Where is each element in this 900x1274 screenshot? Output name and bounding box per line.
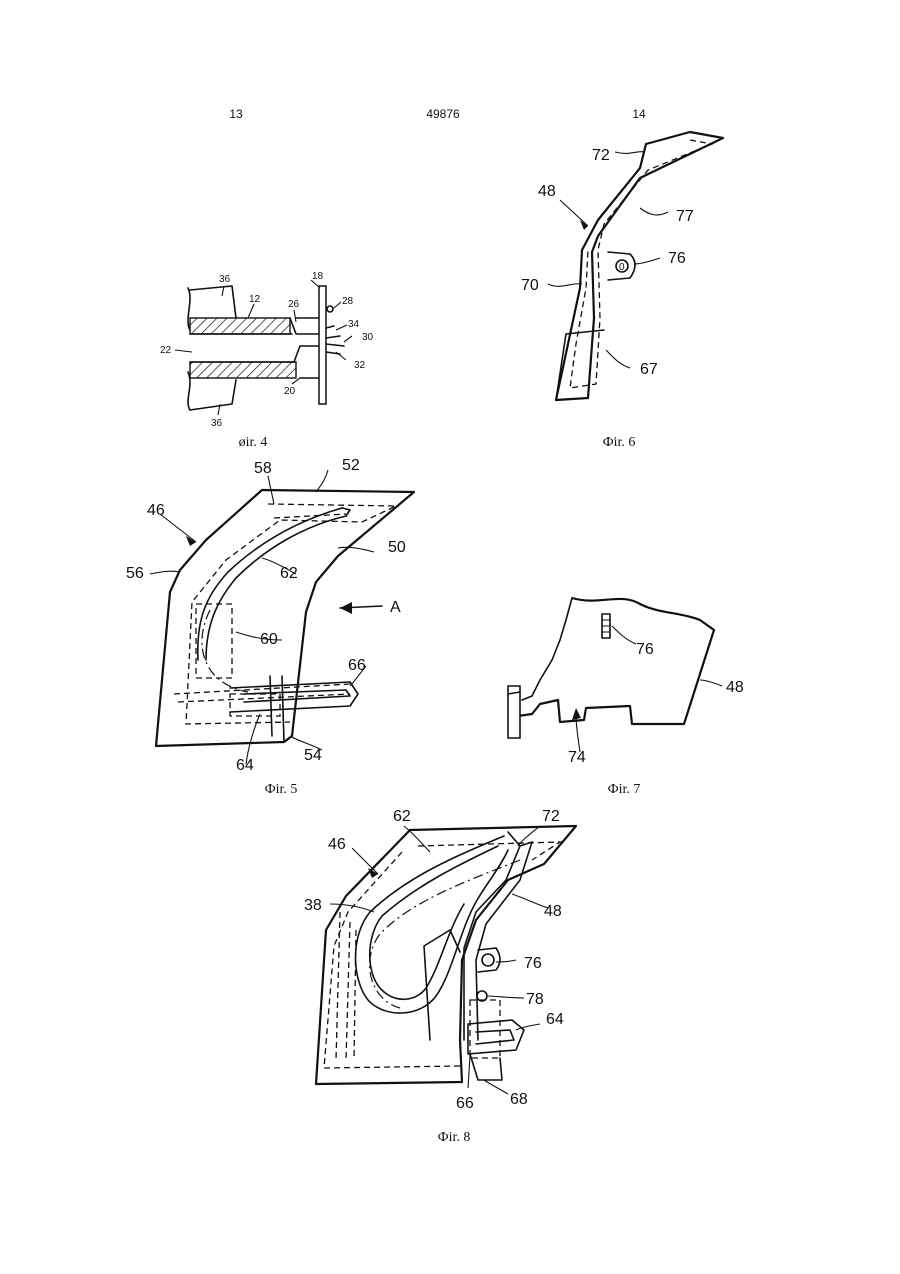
fig6-label-70: 70 bbox=[521, 277, 539, 294]
fig8-label-62: 62 bbox=[393, 808, 411, 825]
fig5-caption: Фir. 5 bbox=[265, 782, 298, 797]
fig5-label-54: 54 bbox=[304, 747, 322, 764]
fig8-label-64: 64 bbox=[546, 1011, 564, 1028]
fig8-label-72: 72 bbox=[542, 808, 560, 825]
figure-6: 0 72 48 77 76 70 67 Фir. 6 bbox=[521, 132, 723, 450]
fig7-label-74: 74 bbox=[568, 749, 586, 766]
fig5-label-58: 58 bbox=[254, 460, 272, 477]
fig8-label-78: 78 bbox=[526, 991, 544, 1008]
fig5-label-a: A bbox=[390, 599, 401, 616]
fig5-label-60: 60 bbox=[260, 631, 278, 648]
fig4-label-32: 32 bbox=[354, 360, 366, 371]
fig8-label-46: 46 bbox=[328, 836, 346, 853]
fig5-label-52: 52 bbox=[342, 457, 360, 474]
fig4-label-26: 26 bbox=[288, 299, 300, 310]
figure-5: 58 52 46 50 56 62 A 60 66 64 54 Фir. 5 bbox=[126, 457, 414, 797]
fig4-label-30: 30 bbox=[362, 332, 374, 343]
fig8-label-66: 66 bbox=[456, 1095, 474, 1112]
header-page-right: 14 bbox=[632, 107, 646, 121]
fig5-label-66: 66 bbox=[348, 657, 366, 674]
fig8-label-38: 38 bbox=[304, 897, 322, 914]
fig4-caption: øir. 4 bbox=[239, 435, 268, 450]
fig4-label-28: 28 bbox=[342, 296, 354, 307]
fig5-label-46: 46 bbox=[147, 502, 165, 519]
fig4-label-22: 22 bbox=[160, 345, 172, 356]
fig6-label-67: 67 bbox=[640, 361, 658, 378]
fig5-label-50: 50 bbox=[388, 539, 406, 556]
fig8-caption: Фir. 8 bbox=[438, 1130, 471, 1145]
fig5-label-56: 56 bbox=[126, 565, 144, 582]
fig7-label-48: 48 bbox=[726, 679, 744, 696]
figure-7: 76 48 74 Фir. 7 bbox=[508, 598, 744, 797]
fig4-label-20: 20 bbox=[284, 386, 296, 397]
header-page-left: 13 bbox=[229, 107, 243, 121]
fig4-label-34: 34 bbox=[348, 319, 360, 330]
fig5-label-64: 64 bbox=[236, 757, 254, 774]
fig4-label-36-top: 36 bbox=[219, 274, 231, 285]
fig6-label-48: 48 bbox=[538, 183, 556, 200]
fig6-label-77: 77 bbox=[676, 208, 694, 225]
fig4-label-18: 18 bbox=[312, 271, 324, 282]
figure-8: 62 72 46 38 48 76 78 64 66 68 Фir. 8 bbox=[304, 808, 576, 1145]
header-patent-number: 49876 bbox=[426, 107, 460, 121]
fig6-boss-text: 0 bbox=[619, 262, 625, 273]
fig6-label-72: 72 bbox=[592, 147, 610, 164]
fig5-label-62: 62 bbox=[280, 565, 298, 582]
fig4-label-36-bottom: 36 bbox=[211, 418, 223, 429]
fig6-label-76: 76 bbox=[668, 250, 686, 267]
fig7-caption: Фir. 7 bbox=[608, 782, 641, 797]
fig8-label-76: 76 bbox=[524, 955, 542, 972]
fig8-label-48: 48 bbox=[544, 903, 562, 920]
fig6-caption: Фir. 6 bbox=[603, 435, 636, 450]
fig4-label-12: 12 bbox=[249, 294, 261, 305]
fig7-label-76: 76 bbox=[636, 641, 654, 658]
fig8-label-68: 68 bbox=[510, 1091, 528, 1108]
figure-4: 36 18 12 26 28 34 30 22 32 20 36 øir. 4 bbox=[160, 271, 374, 450]
